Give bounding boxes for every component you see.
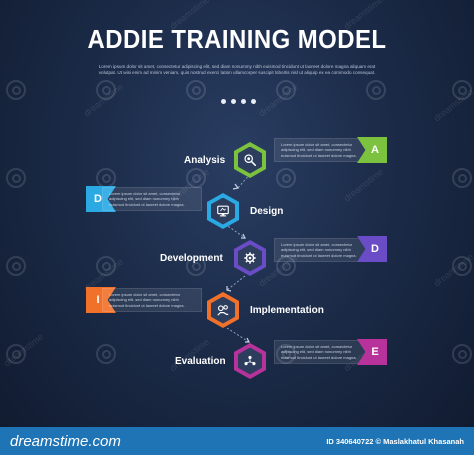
watermark-text: dreamstime [431,251,474,289]
watermark-spiral-icon [96,80,116,100]
step-label-evaluation: Evaluation [175,356,226,367]
watermark-spiral-icon [452,344,472,364]
step-description-card: Lorem ipsum dolor sit amet, consectetur … [274,138,374,162]
watermark-text: dreamstime [81,81,126,119]
watermark-spiral-icon [96,256,116,276]
dot [221,99,226,104]
footer-image-id: ID 340640722 © Maslakhatul Khasanah [326,436,464,446]
watermark-spiral-icon [6,344,26,364]
watermark-spiral-icon [6,168,26,188]
watermark-text: dreamstime [341,166,386,204]
watermark-spiral-icon [96,344,116,364]
step-label-design: Design [250,206,284,217]
watermark-spiral-icon [6,256,26,276]
watermark-spiral-icon [452,80,472,100]
watermark-text: dreamstime [256,81,301,119]
dot [241,99,246,104]
watermark-spiral-icon [276,168,296,188]
footer-site-name[interactable]: dreamstime.com [10,432,121,450]
watermark-text: dreamstime [1,331,46,369]
watermark-spiral-icon [276,80,296,100]
watermark-spiral-icon [186,80,206,100]
step-description-card: Lorem ipsum dolor sit amet, consectetur … [102,288,202,312]
stock-footer-bar: dreamstime.com ID 340640722 © Maslakhatu… [0,427,474,455]
people-network-icon [244,355,256,366]
intro-paragraph: Lorem ipsum dolor sit amet, consectetur … [98,64,376,75]
watermark-spiral-icon [452,256,472,276]
step-label-development: Development [160,253,223,264]
watermark-spiral-icon [6,80,26,100]
magnifier-gear-icon [244,154,257,167]
watermark-spiral-icon [186,168,206,188]
step-description-card: Lorem ipsum dolor sit amet, consectetur … [102,187,202,211]
gear-icon [244,252,256,264]
step-description-card: Lorem ipsum dolor sit amet, consectetur … [274,238,374,262]
page-title: ADDIE TRAINING MODEL [87,24,387,54]
dot [231,99,236,104]
watermark-spiral-icon [366,80,386,100]
step-label-implementation: Implementation [250,305,324,316]
pagination-dots [221,99,256,104]
step-hexagon-analysis [234,142,266,178]
step-connector-lines [224,173,251,343]
gears-hand-icon [217,305,229,316]
monitor-design-icon [217,205,229,217]
step-label-analysis: Analysis [184,155,226,166]
dot [251,99,256,104]
watermark-spiral-icon [452,168,472,188]
watermark-text: dreamstime [431,86,474,124]
watermark-spiral-icon [96,168,116,188]
step-description-card: Lorem ipsum dolor sit amet, consectetur … [274,340,374,364]
